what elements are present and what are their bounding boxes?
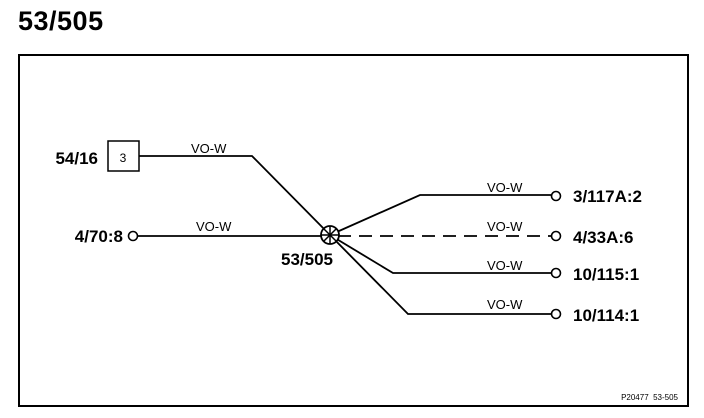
output-terminal-1[interactable] (550, 190, 562, 202)
wire-label-output-1: VO-W (487, 180, 523, 195)
wire-connector-box (139, 155, 331, 236)
splice-label: 53/505 (281, 250, 333, 269)
connector-pin-label: 3 (120, 151, 127, 165)
connector-box[interactable] (107, 140, 140, 172)
diagram-reference: P20477 53-505 (621, 393, 678, 402)
output-label-2: 4/33A:6 (573, 228, 633, 247)
output-terminal-4[interactable] (550, 308, 562, 320)
wire-label-output-4: VO-W (487, 297, 523, 312)
output-terminal-3[interactable] (550, 267, 562, 279)
wire-output-4 (329, 234, 551, 315)
wire-label-input: VO-W (196, 219, 232, 234)
output-terminal-2[interactable] (550, 230, 562, 242)
input-terminal[interactable] (127, 230, 139, 242)
input-label: 4/70:8 (75, 227, 123, 246)
wire-label-output-3: VO-W (487, 258, 523, 273)
diagram-frame (18, 54, 689, 407)
splice-node[interactable] (320, 225, 340, 245)
output-label-1: 3/117A:2 (573, 187, 642, 206)
wire-label-output-2: VO-W (487, 219, 523, 234)
output-label-4: 10/114:1 (573, 306, 639, 325)
output-label-3: 10/115:1 (573, 265, 639, 284)
wire-output-1 (329, 194, 551, 236)
wire-output-3 (329, 234, 551, 274)
wire-label-connector-box: VO-W (191, 141, 227, 156)
page-title: 53/505 (18, 6, 104, 36)
connector-box-label: 54/16 (55, 149, 98, 168)
